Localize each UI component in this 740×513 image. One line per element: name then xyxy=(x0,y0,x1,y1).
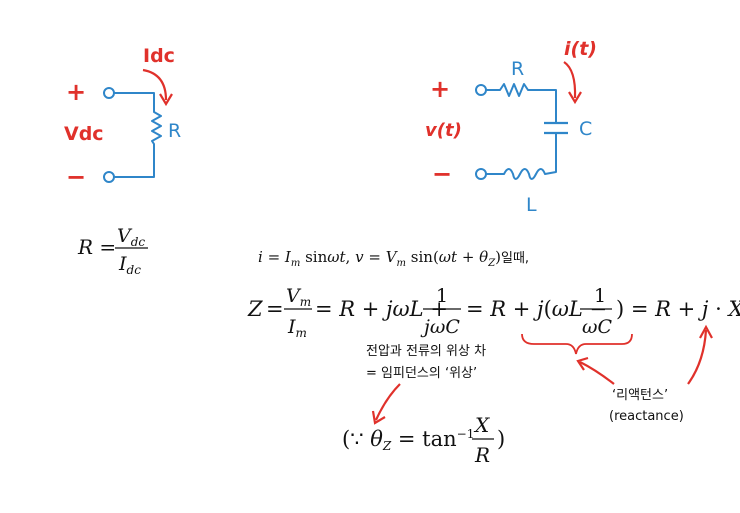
imp-vm: Vm xyxy=(286,285,311,309)
condition-formula: i = Im sinωt, v = Vm sin(ωt + θZ)일때, xyxy=(258,248,529,269)
dc-circuit: + − Vdc R Idc xyxy=(64,45,181,191)
dc-current-label: Idc xyxy=(143,45,175,67)
ac-capacitor-label: C xyxy=(579,118,592,140)
dc-bottom-terminal xyxy=(103,171,115,183)
reactance-arrow-left xyxy=(579,361,615,385)
ac-bottom-terminal xyxy=(475,168,487,180)
dc-voltage-label: Vdc xyxy=(64,123,104,145)
imp-one2: 1 xyxy=(594,285,606,307)
reactance-label-ko: ‘리액턴스’ xyxy=(612,388,668,403)
ac-wire-bottom xyxy=(486,133,557,180)
imp-wc: ωC xyxy=(582,316,612,338)
dc-minus-sign: − xyxy=(66,163,86,191)
ac-current-arrow xyxy=(563,61,577,99)
phase-x: X xyxy=(473,413,490,437)
imp-eq1: = xyxy=(266,297,284,321)
reactance-label-en: (reactance) xyxy=(609,409,684,424)
ac-wire-top xyxy=(486,83,557,123)
dc-current-arrowhead xyxy=(159,93,173,107)
dc-top-terminal xyxy=(103,87,115,99)
imp-term3: = R + j(ωL − xyxy=(466,297,607,321)
reactance-arrowhead-right xyxy=(699,324,713,339)
dc-resistance-formula: R = Vdc Idc xyxy=(77,225,148,277)
imp-im: Im xyxy=(287,316,307,340)
formula-idc: Idc xyxy=(118,253,141,277)
phase-arrowhead xyxy=(371,410,386,425)
imp-jwc: jωC xyxy=(420,316,460,338)
ac-plus-sign: + xyxy=(430,75,450,103)
dc-wire xyxy=(114,92,162,178)
dc-resistor-label: R xyxy=(168,120,181,142)
ac-top-terminal xyxy=(475,84,487,96)
ac-minus-sign: − xyxy=(432,160,452,188)
imp-one: 1 xyxy=(436,285,448,307)
ac-current-label: i(t) xyxy=(564,38,597,60)
reactance-arrow-right xyxy=(687,329,708,385)
phase-note-line2: = 임피던스의 ‘위상’ xyxy=(366,366,477,381)
ac-current-arrowhead xyxy=(568,91,582,105)
reactance-arrowhead-left xyxy=(576,356,589,371)
dc-plus-sign: + xyxy=(66,78,86,106)
imp-term4: ) = R + j · X xyxy=(616,297,740,321)
imp-term2: = R + jωL + xyxy=(315,297,448,321)
reactance-underbrace xyxy=(521,333,633,355)
phase-prefix: (∵ θZ = tan−1 xyxy=(342,427,474,453)
formula-vdc: Vdc xyxy=(117,225,145,249)
ac-voltage-label: v(t) xyxy=(425,120,462,141)
imp-z-equals: Z xyxy=(247,297,263,321)
formula-r-equals: R = xyxy=(77,235,116,259)
dc-current-arrow xyxy=(142,68,168,101)
phase-close: ) xyxy=(497,427,505,451)
phase-r: R xyxy=(474,443,490,467)
phase-formula: (∵ θZ = tan−1 X R ) xyxy=(342,413,505,467)
ac-circuit: + − v(t) R C L i(t) xyxy=(425,38,597,216)
phase-arrow xyxy=(374,383,401,421)
ac-inductor-label: L xyxy=(526,194,537,216)
ac-resistor-label: R xyxy=(511,58,524,80)
condition-suffix: 일때, xyxy=(501,251,529,266)
impedance-formula: Z = Vm Im = R + jωL + 1 jωC = R + j(ωL −… xyxy=(247,285,740,340)
phase-note-line1: 전압과 전류의 위상 차 xyxy=(366,344,486,359)
